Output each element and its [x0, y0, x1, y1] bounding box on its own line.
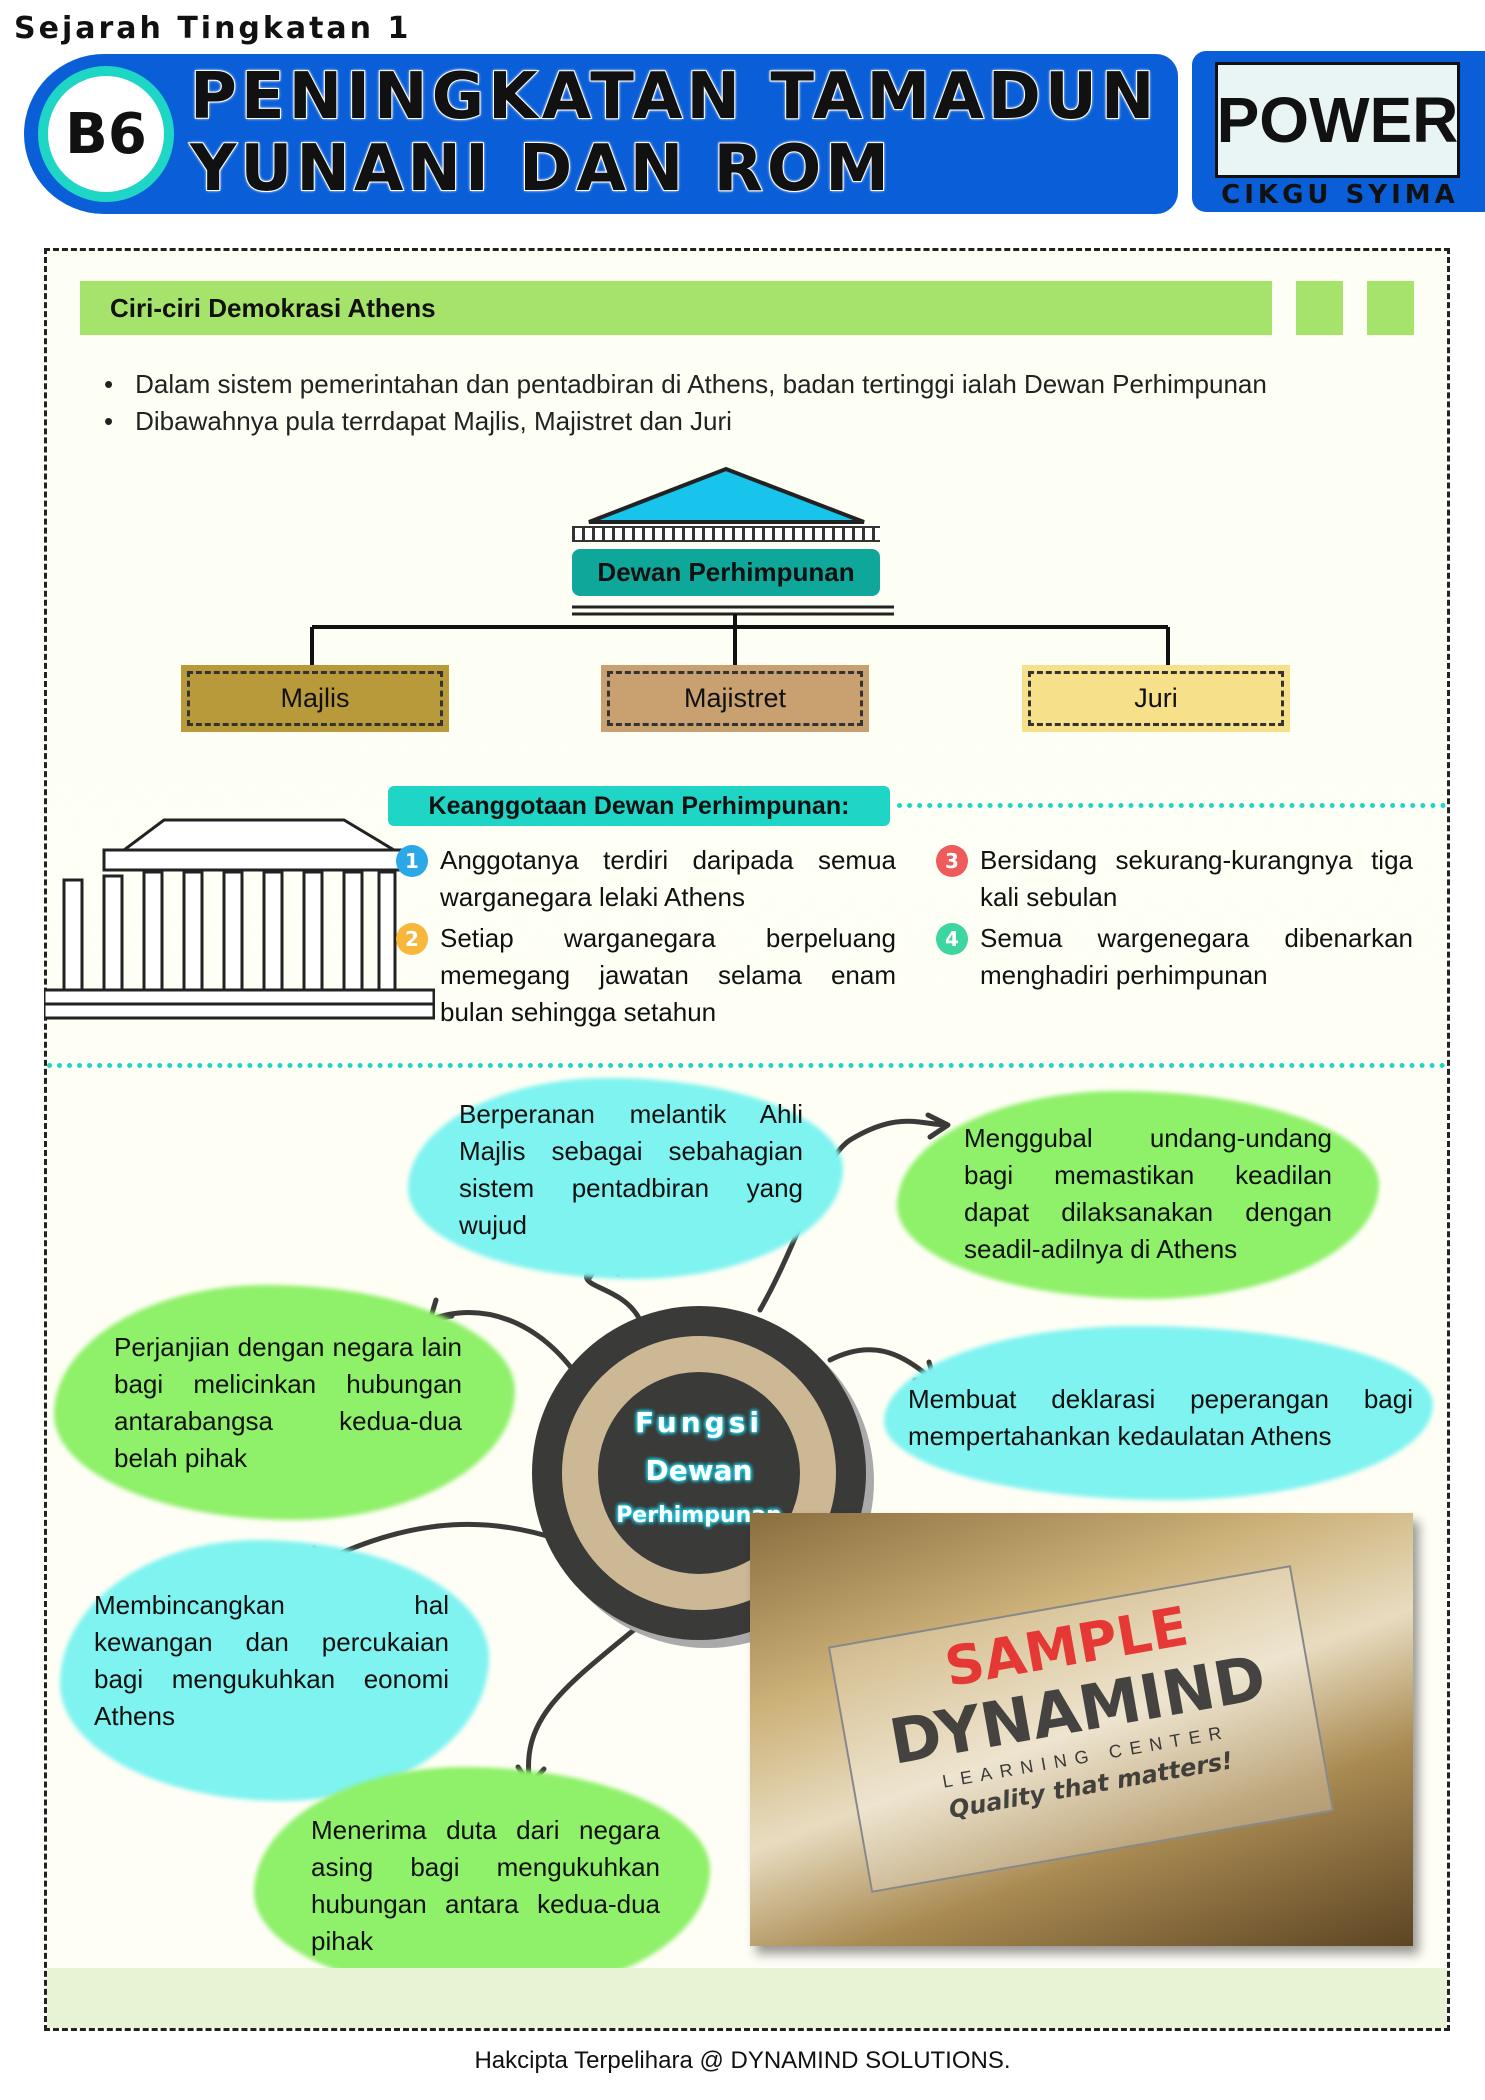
subject-label: Sejarah Tingkatan 1 — [14, 11, 412, 46]
section-header-bar — [80, 281, 1272, 335]
power-logo: POWER — [1215, 62, 1460, 178]
function-text: Berperanan melantik Ahli Majlis sebagai … — [459, 1099, 803, 1240]
membership-row: 4 Semua wargenegara dibenarkan menghadir… — [936, 920, 1413, 994]
bottom-strip — [47, 1968, 1447, 2028]
number-badge-3: 3 — [936, 845, 968, 877]
title-banner — [24, 54, 1178, 214]
bullet-text: Dalam sistem pemerintahan dan pentadbira… — [135, 369, 1267, 399]
senate-painting — [750, 1513, 1413, 1946]
membership-row: 2 Setiap warganegara berpeluang memegang… — [396, 920, 896, 1031]
node-dewan-perhimpunan: Dewan Perhimpunan — [572, 549, 880, 596]
membership-item: Semua wargenegara dibenarkan menghadiri … — [980, 923, 1413, 990]
arrow — [757, 1112, 951, 1313]
membership-item: Anggotanya terdiri daripada semua wargan… — [440, 845, 896, 912]
bullet-text: Dibawahnya pula terrdapat Majlis, Majist… — [135, 406, 732, 436]
meander-strip — [572, 526, 880, 542]
logo-subtitle: CIKGU SYIMA — [1221, 180, 1459, 210]
bullet-item: •Dibawahnya pula terrdapat Majlis, Majis… — [104, 406, 732, 436]
bubble — [60, 1540, 489, 1801]
arrow — [515, 1622, 643, 1788]
membership-row: 3 Bersidang sekurang-kurangnya tiga kali… — [936, 842, 1413, 916]
bubble — [897, 1091, 1379, 1299]
node-majistret: Majistret — [601, 665, 869, 732]
number-badge-2: 2 — [396, 923, 428, 955]
function-text: Menerima duta dari negara asing bagi men… — [311, 1815, 660, 1956]
title-line-2: YUNANI DAN ROM — [189, 132, 893, 206]
parthenon-icon — [44, 818, 435, 1020]
node-juri: Juri — [1022, 665, 1290, 732]
bubble — [254, 1767, 710, 1995]
decor-square — [1296, 281, 1343, 335]
bubble — [408, 1078, 843, 1279]
dotted-divider — [47, 1063, 1446, 1068]
chapter-badge: B6 — [38, 66, 174, 202]
section-title: Ciri-ciri Demokrasi Athens — [110, 293, 436, 323]
footer-copyright: Hakcipta Terpelihara @ DYNAMIND SOLUTION… — [474, 2047, 1011, 2074]
membership-row: 1 Anggotanya terdiri daripada semua warg… — [396, 842, 896, 916]
function-text: Perjanjian dengan negara lain bagi melic… — [114, 1332, 462, 1473]
membership-item: Setiap warganegara berpeluang memegang j… — [440, 923, 896, 1027]
number-badge-1: 1 — [396, 845, 428, 877]
function-text: Membuat deklarasi peperangan bagi memper… — [908, 1384, 1413, 1451]
center-label-mid: Dewan — [645, 1454, 753, 1487]
membership-column-right: 3 Bersidang sekurang-kurangnya tiga kali… — [936, 842, 1413, 994]
decor-square — [1367, 281, 1414, 335]
function-text: Menggubal undang-undang bagi memastikan … — [964, 1123, 1332, 1264]
center-label-top: Fungsi — [635, 1406, 763, 1439]
title-line-1: PENINGKATAN TAMADUN — [189, 60, 1159, 134]
bubble — [54, 1285, 515, 1520]
membership-column-left: 1 Anggotanya terdiri daripada semua warg… — [396, 842, 896, 1031]
membership-title: Keanggotaan Dewan Perhimpunan: — [388, 786, 890, 826]
membership-item: Bersidang sekurang-kurangnya tiga kali s… — [980, 845, 1413, 912]
inner-ring — [592, 1366, 806, 1580]
dotted-divider — [897, 803, 1446, 808]
pediment-icon — [588, 466, 865, 524]
bubble — [884, 1326, 1433, 1500]
bullet-item: •Dalam sistem pemerintahan dan pentadbir… — [104, 369, 1267, 399]
function-text: Membincangkan hal kewangan dan percukaia… — [94, 1590, 449, 1731]
node-majlis: Majlis — [181, 665, 449, 732]
number-badge-4: 4 — [936, 923, 968, 955]
